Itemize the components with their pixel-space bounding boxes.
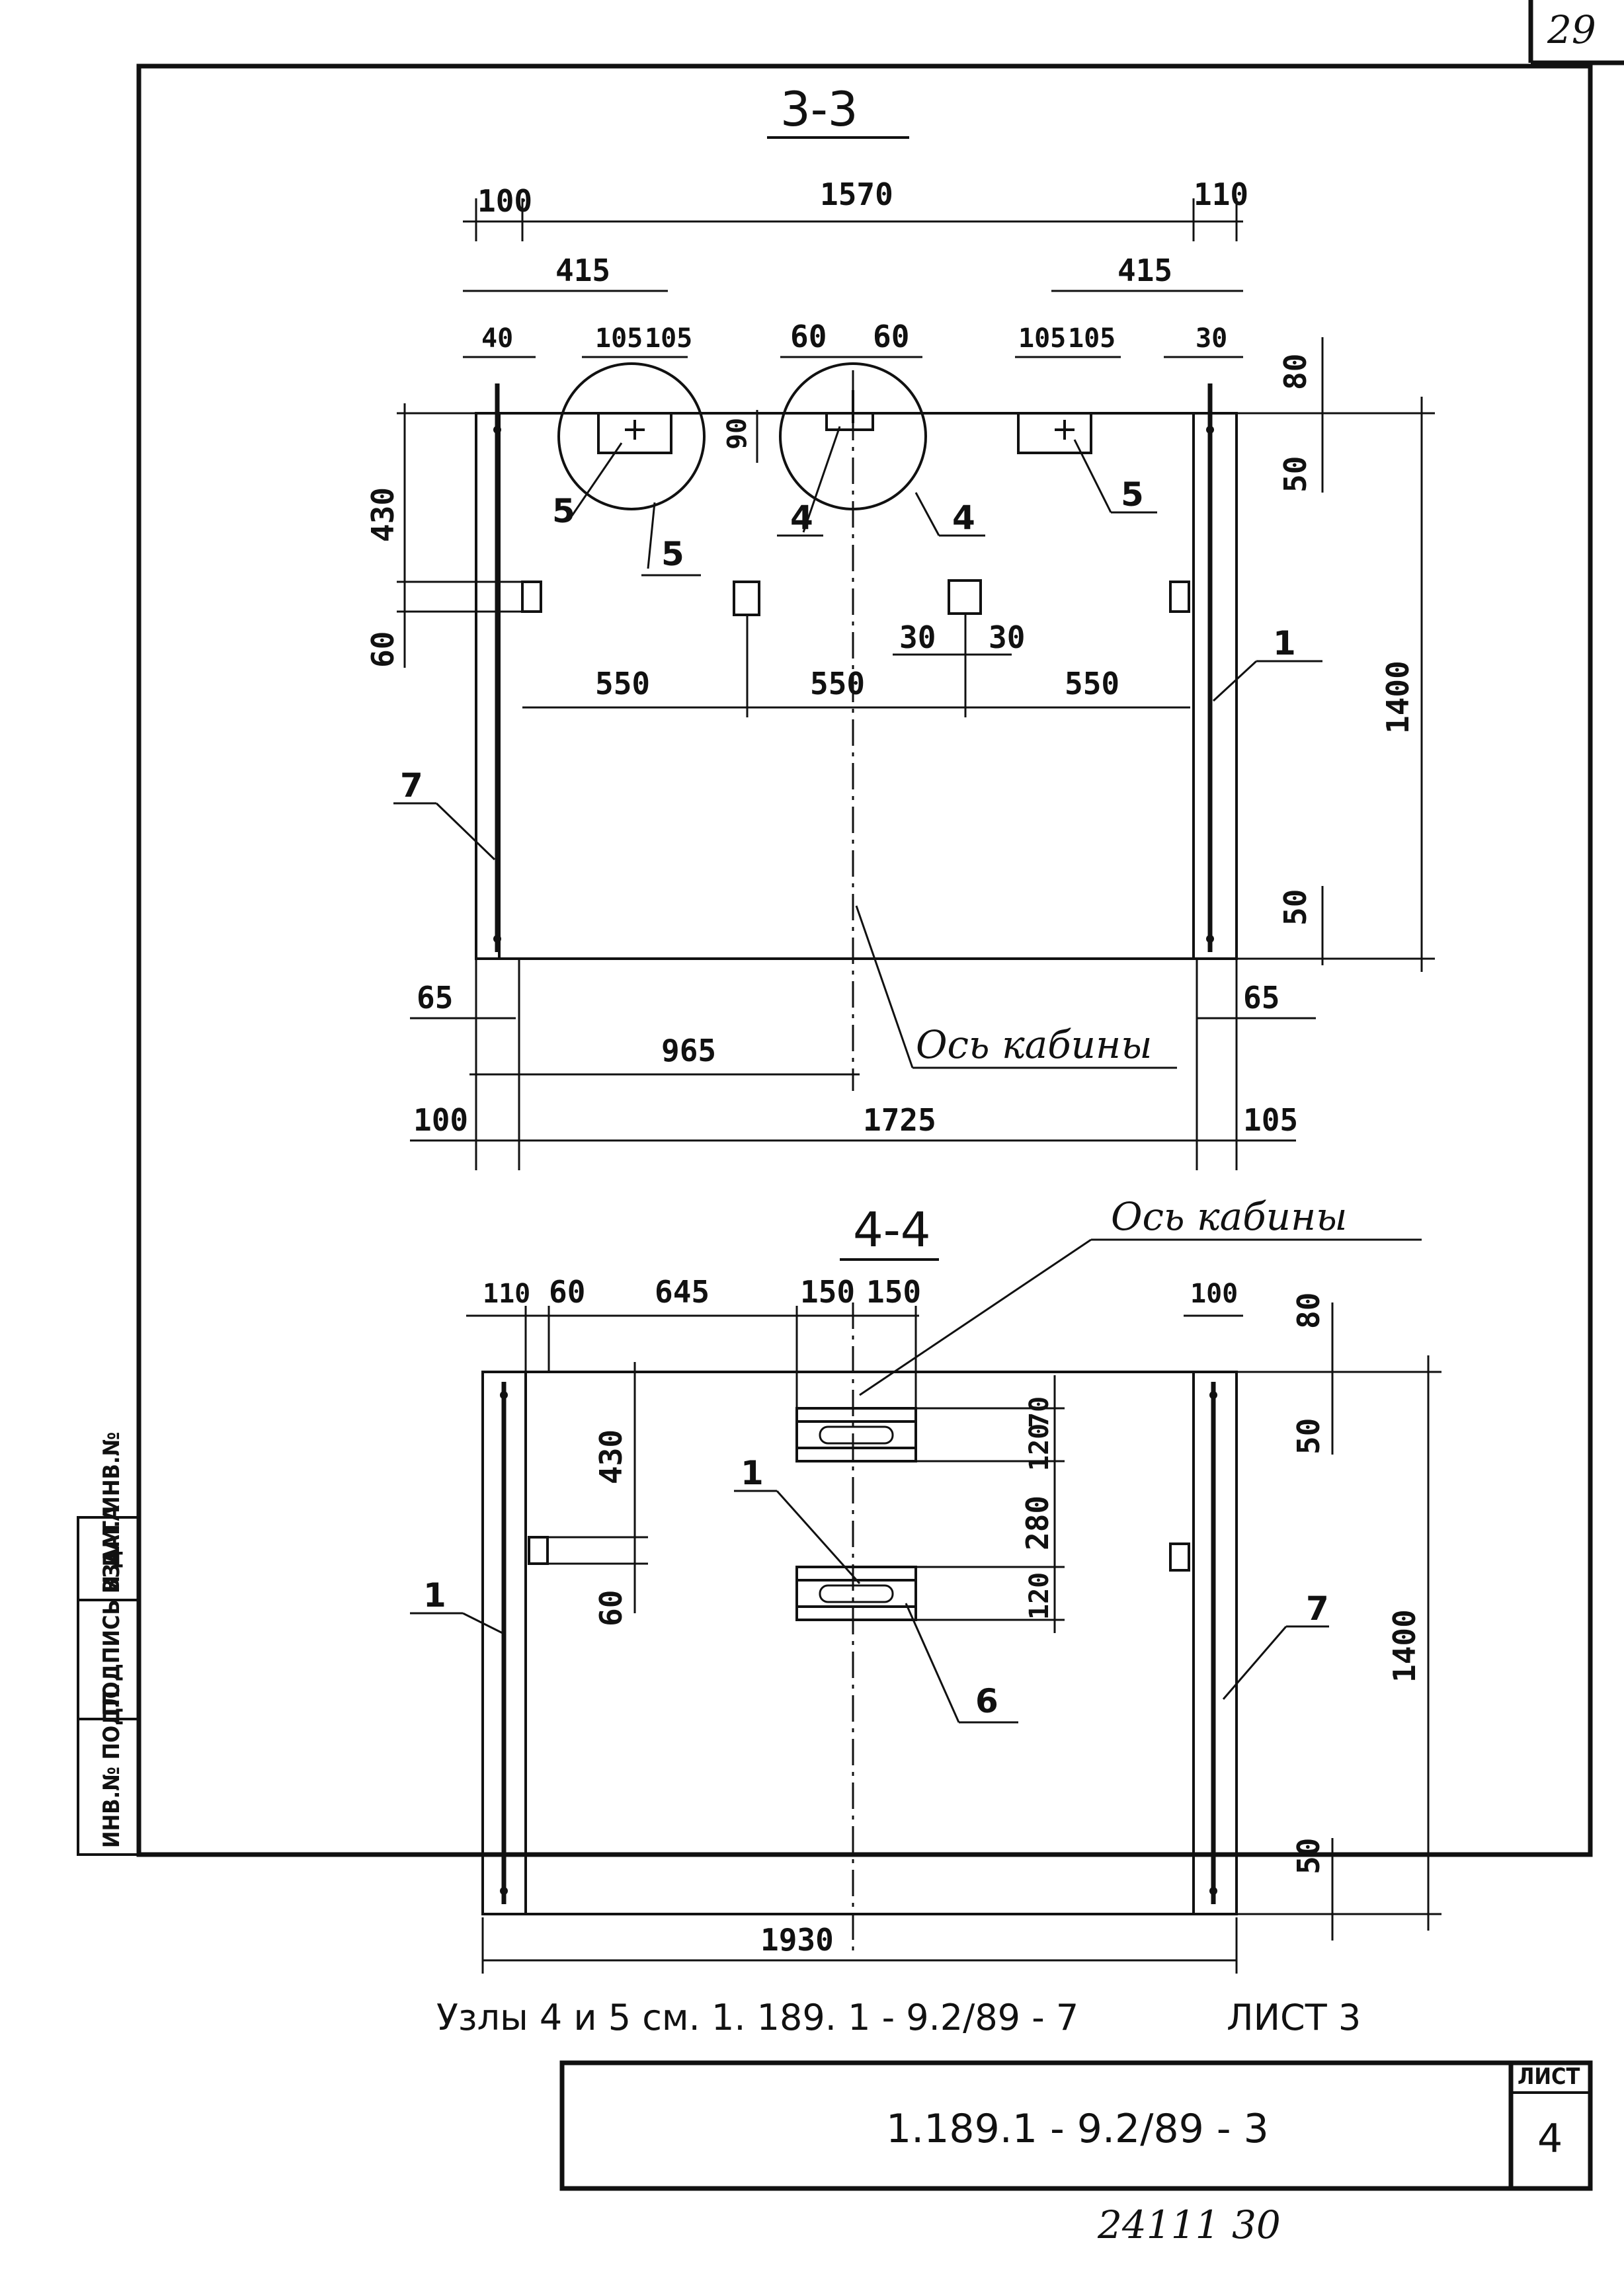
section-3-3: 3-3 100 bbox=[365, 81, 1435, 1170]
sheet-number: 4 bbox=[1537, 2116, 1563, 2162]
section-3-3-title: 3-3 bbox=[780, 81, 858, 137]
slot-block-top bbox=[795, 1407, 917, 1462]
dim-100-bottom: 100 bbox=[413, 1102, 468, 1138]
dim-965: 965 bbox=[661, 1033, 716, 1068]
callout-4-b: 4 bbox=[952, 499, 975, 537]
dim-30-b: 30 bbox=[989, 620, 1025, 655]
dim-50-right-top: 50 bbox=[1278, 456, 1313, 493]
note-nodes: Узлы 4 и 5 см. 1. 189. 1 - 9.2/89 - 7 bbox=[436, 1997, 1078, 2038]
dim-4-70: 70 bbox=[1024, 1396, 1055, 1428]
title-block: 1.189.1 - 9.2/89 - 3 ЛИСТ 4 bbox=[559, 2060, 1593, 2191]
dim-60-left: 60 bbox=[365, 631, 401, 668]
dim-4-430-left: 430 bbox=[593, 1429, 629, 1484]
dim-550-c: 550 bbox=[1065, 666, 1119, 701]
section-4-4: 4-4 Ось кабины bbox=[410, 1194, 1441, 2038]
callout-4-1-center: 1 bbox=[741, 1454, 764, 1492]
dim-80-right: 80 bbox=[1278, 354, 1313, 390]
sheet-label: ЛИСТ bbox=[1518, 2063, 1580, 2090]
dim-4-110: 110 bbox=[483, 1279, 530, 1309]
dim-60-b: 60 bbox=[873, 319, 909, 354]
dim-65-right: 65 bbox=[1243, 980, 1279, 1016]
dim-4-50-right-top: 50 bbox=[1291, 1418, 1326, 1455]
callout-1: 1 bbox=[1273, 624, 1296, 662]
dim-105-a: 105 bbox=[595, 323, 643, 354]
dim-550-b: 550 bbox=[810, 666, 865, 701]
stamp-inv-podl: ИНВ.№ ПОДЛ. bbox=[99, 1683, 125, 1848]
dim-4-1930: 1930 bbox=[760, 1922, 834, 1958]
dim-550-a: 550 bbox=[595, 666, 650, 701]
dim-4-1400-right: 1400 bbox=[1387, 1609, 1422, 1683]
dim-4-150-b: 150 bbox=[866, 1274, 921, 1310]
callout-6: 6 bbox=[975, 1682, 998, 1720]
axis-label-4-4: Ось кабины bbox=[1111, 1194, 1347, 1239]
dim-110-top: 110 bbox=[1194, 177, 1248, 212]
dim-4-150-a: 150 bbox=[800, 1274, 855, 1310]
dim-105-b: 105 bbox=[645, 323, 692, 354]
dim-30: 30 bbox=[1196, 323, 1227, 354]
dim-105-d: 105 bbox=[1068, 323, 1116, 354]
callout-7-4: 7 bbox=[1306, 1589, 1329, 1628]
opening-circle-left bbox=[557, 362, 706, 510]
dim-60-a: 60 bbox=[790, 319, 827, 354]
dim-4-120-b: 120 bbox=[1024, 1572, 1055, 1620]
doc-code: 1.189.1 - 9.2/89 - 3 bbox=[886, 2106, 1269, 2152]
callout-4-1-left: 1 bbox=[423, 1576, 446, 1615]
dim-4-80-right: 80 bbox=[1291, 1293, 1326, 1329]
callout-5-a: 5 bbox=[552, 492, 575, 530]
dim-65-left: 65 bbox=[417, 980, 453, 1016]
dim-4-50-right-bottom: 50 bbox=[1291, 1838, 1326, 1874]
stamp-signature-date: ПОДПИСЬ И ДАТА bbox=[99, 1505, 125, 1716]
dim-100-top: 100 bbox=[477, 183, 532, 219]
dim-430-left: 430 bbox=[365, 487, 401, 542]
slot-block-bottom bbox=[795, 1566, 917, 1621]
dim-4-100: 100 bbox=[1190, 1279, 1238, 1309]
page-number: 29 bbox=[1547, 7, 1596, 52]
section-4-4-title: 4-4 bbox=[853, 1202, 931, 1258]
callout-4-a: 4 bbox=[790, 499, 813, 537]
dim-4-60-left: 60 bbox=[593, 1590, 629, 1626]
dim-30-a: 30 bbox=[899, 620, 936, 655]
drawing-frame bbox=[136, 63, 1593, 1857]
stamp-vzam-inv: ВЗАМ. ИНВ.№ bbox=[99, 1432, 125, 1593]
callout-5-b: 5 bbox=[661, 535, 684, 573]
axis-label-3-3: Ось кабины bbox=[916, 1022, 1152, 1067]
dim-4-280: 280 bbox=[1020, 1496, 1055, 1550]
dim-415-right: 415 bbox=[1117, 253, 1172, 288]
callout-7: 7 bbox=[400, 766, 423, 805]
note-sheet-ref: ЛИСТ 3 bbox=[1227, 1997, 1361, 2038]
dim-105-bottom: 105 bbox=[1243, 1102, 1298, 1138]
dim-90: 90 bbox=[722, 418, 752, 450]
dim-4-645: 645 bbox=[655, 1274, 710, 1310]
dim-40: 40 bbox=[481, 323, 513, 354]
side-stamp: ИНВ.№ ПОДЛ. ПОДПИСЬ И ДАТА ВЗАМ. ИНВ.№ bbox=[77, 1432, 140, 1856]
dim-1570: 1570 bbox=[820, 177, 893, 212]
dim-4-120-a: 120 bbox=[1024, 1423, 1055, 1471]
cabin-plan-4-4 bbox=[481, 1371, 1238, 1915]
dim-415-left: 415 bbox=[555, 253, 610, 288]
dim-1725: 1725 bbox=[863, 1102, 936, 1138]
dim-1400-right: 1400 bbox=[1380, 661, 1416, 734]
dim-4-60: 60 bbox=[549, 1274, 585, 1310]
page-number-box: 29 bbox=[1528, 0, 1624, 65]
dim-105-c: 105 bbox=[1018, 323, 1066, 354]
callout-5-c: 5 bbox=[1121, 475, 1144, 514]
dim-50-right-bottom: 50 bbox=[1278, 889, 1313, 926]
footer-code: 24111 30 bbox=[1097, 2202, 1281, 2247]
